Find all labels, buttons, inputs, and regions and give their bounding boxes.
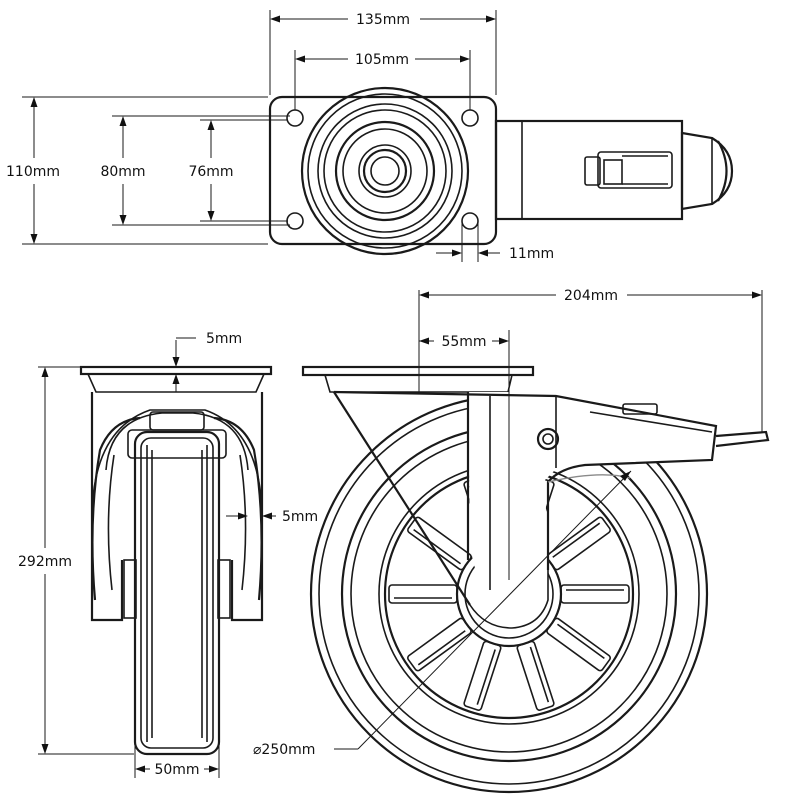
dim-wheel-width: 50mm (134, 728, 220, 778)
dim-hole-spacing-length-outer-label: 80mm (100, 164, 145, 180)
top-plate-view: 135mm 105mm 110mm (6, 10, 734, 262)
dim-wheel-diameter: ⌀250mm (253, 470, 632, 758)
dim-hole-spacing-width-label: 105mm (355, 52, 409, 68)
fork-bolt (536, 427, 560, 451)
dim-bolt-hole-label: 11mm (509, 246, 554, 262)
dim-plate-length-label: 110mm (6, 164, 60, 180)
dim-plate-thickness-label: 5mm (206, 331, 242, 347)
dim-overall-height-label: 292mm (18, 554, 72, 570)
front-plate (79, 365, 273, 376)
dim-plate-width: 135mm (269, 10, 497, 95)
dim-hole-spacing-length-outer: 80mm (100, 115, 290, 226)
dim-overall-height: 292mm (18, 366, 134, 755)
dim-hole-spacing-length-inner: 76mm (188, 119, 288, 222)
front-view: 5mm 5mm 292mm 50mm (18, 331, 318, 778)
wheel-spokes (388, 477, 630, 711)
dim-plate-length: 110mm (6, 96, 268, 245)
dim-hole-spacing-length-inner-label: 76mm (188, 164, 233, 180)
dim-bolt-hole: 11mm (436, 221, 554, 262)
dim-swivel-offset-label: 55mm (441, 334, 486, 350)
dim-fork-thickness-label: 5mm (282, 509, 318, 525)
side-fork-leg (333, 391, 471, 606)
dim-hole-spacing-width: 105mm (294, 50, 471, 110)
dim-plate-width-label: 135mm (356, 12, 410, 28)
brake-pedal (589, 403, 770, 448)
dim-fork-thickness: 5mm (226, 509, 318, 525)
dim-overall-radius-label: 204mm (564, 288, 618, 304)
dim-plate-thickness: 5mm (172, 331, 242, 392)
side-plate (301, 365, 535, 377)
front-wheel (133, 430, 221, 756)
swivel-bearing (300, 86, 470, 256)
dim-wheel-diameter-label: ⌀250mm (253, 742, 315, 758)
side-view: 204mm 55mm ⌀250mm (253, 288, 770, 794)
dim-swivel-offset: 55mm (419, 330, 510, 580)
brake-top-view (494, 119, 734, 221)
dim-wheel-width-label: 50mm (154, 762, 199, 778)
